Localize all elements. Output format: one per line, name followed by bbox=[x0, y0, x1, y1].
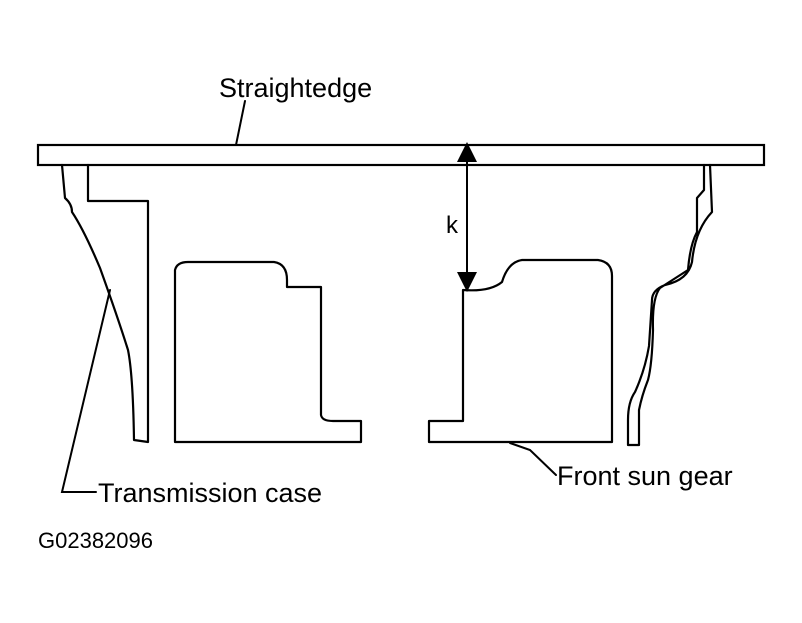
transmission-case-label: Transmission case bbox=[98, 478, 322, 508]
straightedge-leader bbox=[235, 100, 246, 146]
front-sun-gear-block bbox=[427, 258, 614, 444]
transmission-case-left bbox=[60, 163, 150, 444]
transmission-case-right bbox=[626, 163, 714, 447]
transmission-case-leader bbox=[60, 289, 111, 493]
front-sun-gear-leader bbox=[509, 442, 557, 476]
straightedge-bar bbox=[36, 143, 766, 167]
figure-id-label: G02382096 bbox=[38, 528, 153, 553]
straightedge-label: Straightedge bbox=[219, 73, 372, 103]
front-sun-gear-label: Front sun gear bbox=[557, 461, 733, 491]
dimension-k-label: k bbox=[446, 212, 459, 239]
sun-gear-left-block bbox=[173, 260, 363, 444]
